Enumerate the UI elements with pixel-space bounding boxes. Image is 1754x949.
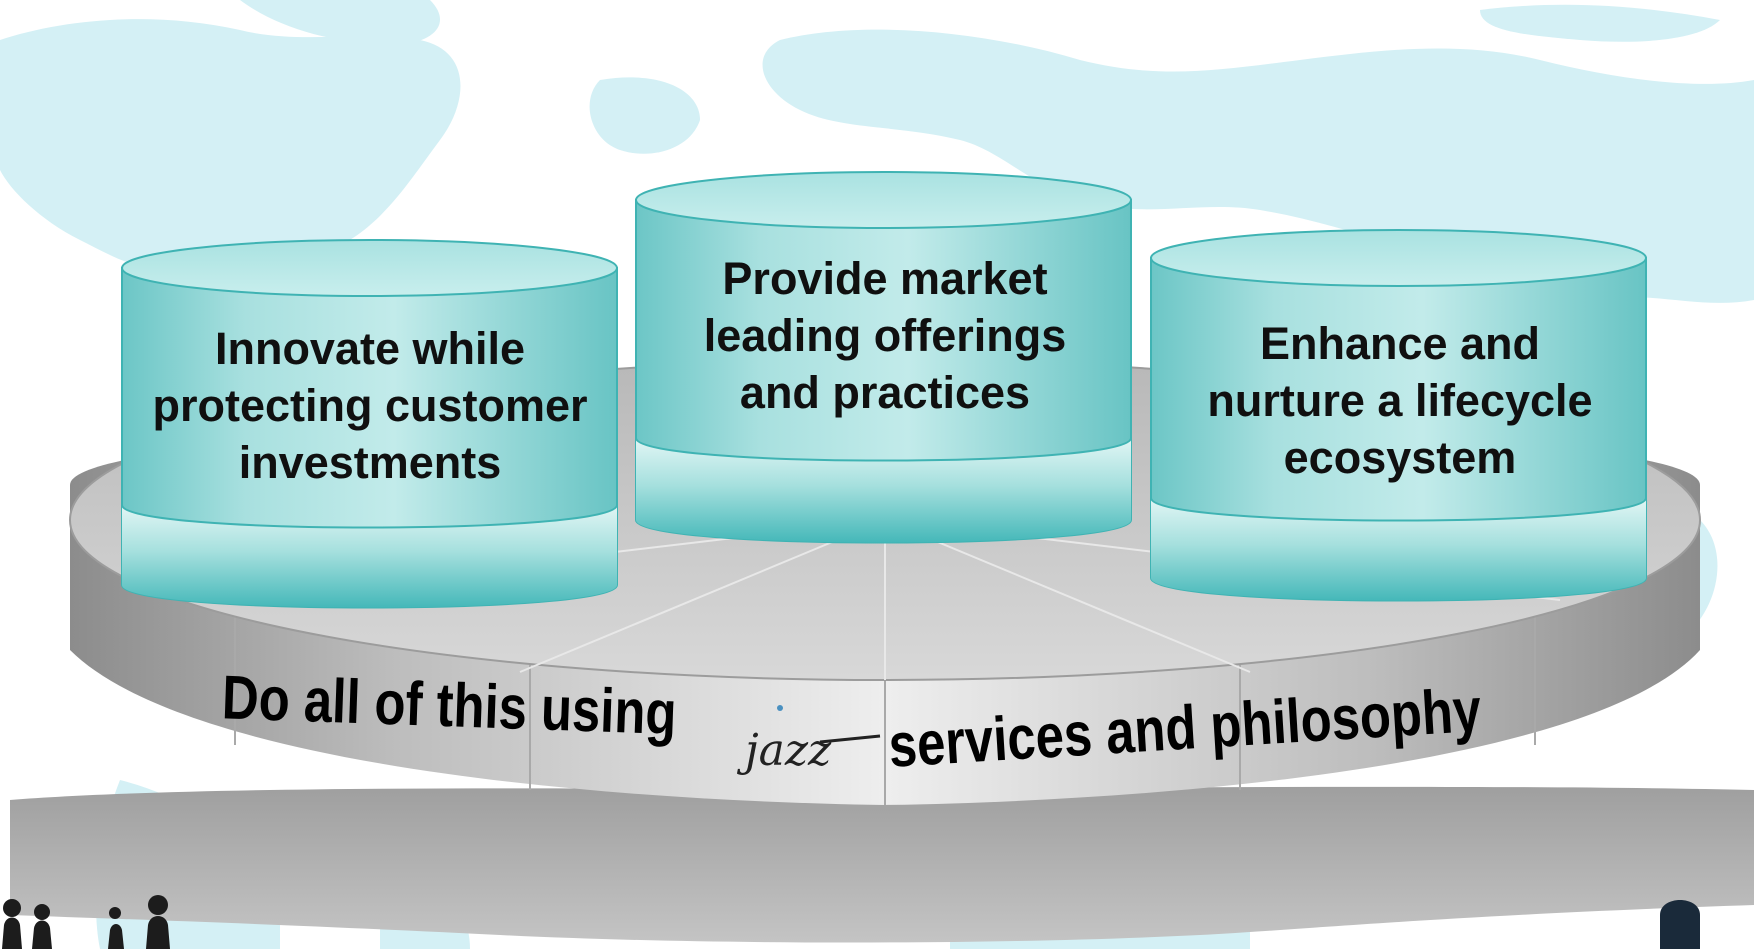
pillar-ecosystem-label: Enhance and nurture a lifecycle ecosyste… (1150, 310, 1650, 490)
pillar-ecosystem-line-1: Enhance and (1259, 317, 1541, 369)
pillar-innovate-line-2: protecting customer (152, 379, 588, 431)
pillar-ecosystem-line-3: ecosystem (1283, 431, 1517, 483)
jazz-logo: jazz (736, 705, 881, 776)
pillar-innovate-label: Innovate while protecting customer inves… (120, 315, 620, 495)
pillar-market-leading (635, 171, 1132, 544)
jazz-logo-dot (777, 705, 783, 711)
pillar-innovate-line-1: Innovate while (214, 322, 526, 374)
jazz-logo-text: jazz (736, 725, 832, 776)
platform-segment-lines (234, 600, 1536, 805)
pillar-ecosystem-line-2: nurture a lifecycle (1207, 374, 1593, 426)
pillar-market-leading-line-3: and practices (739, 366, 1031, 418)
person-silhouette-icon (1660, 900, 1700, 949)
pillar-market-leading-label: Provide market leading offerings and pra… (635, 245, 1135, 425)
platform-shadow (10, 786, 1754, 943)
people-silhouette-icon (2, 895, 170, 949)
pillar-innovate (121, 239, 618, 609)
pillar-ecosystem (1150, 229, 1647, 602)
pillar-market-leading-line-2: leading offerings (703, 309, 1067, 361)
pillar-innovate-line-3: investments (238, 436, 502, 488)
pillar-market-leading-line-1: Provide market (722, 252, 1048, 304)
slogan-before-text: Do all of this using (221, 664, 678, 749)
